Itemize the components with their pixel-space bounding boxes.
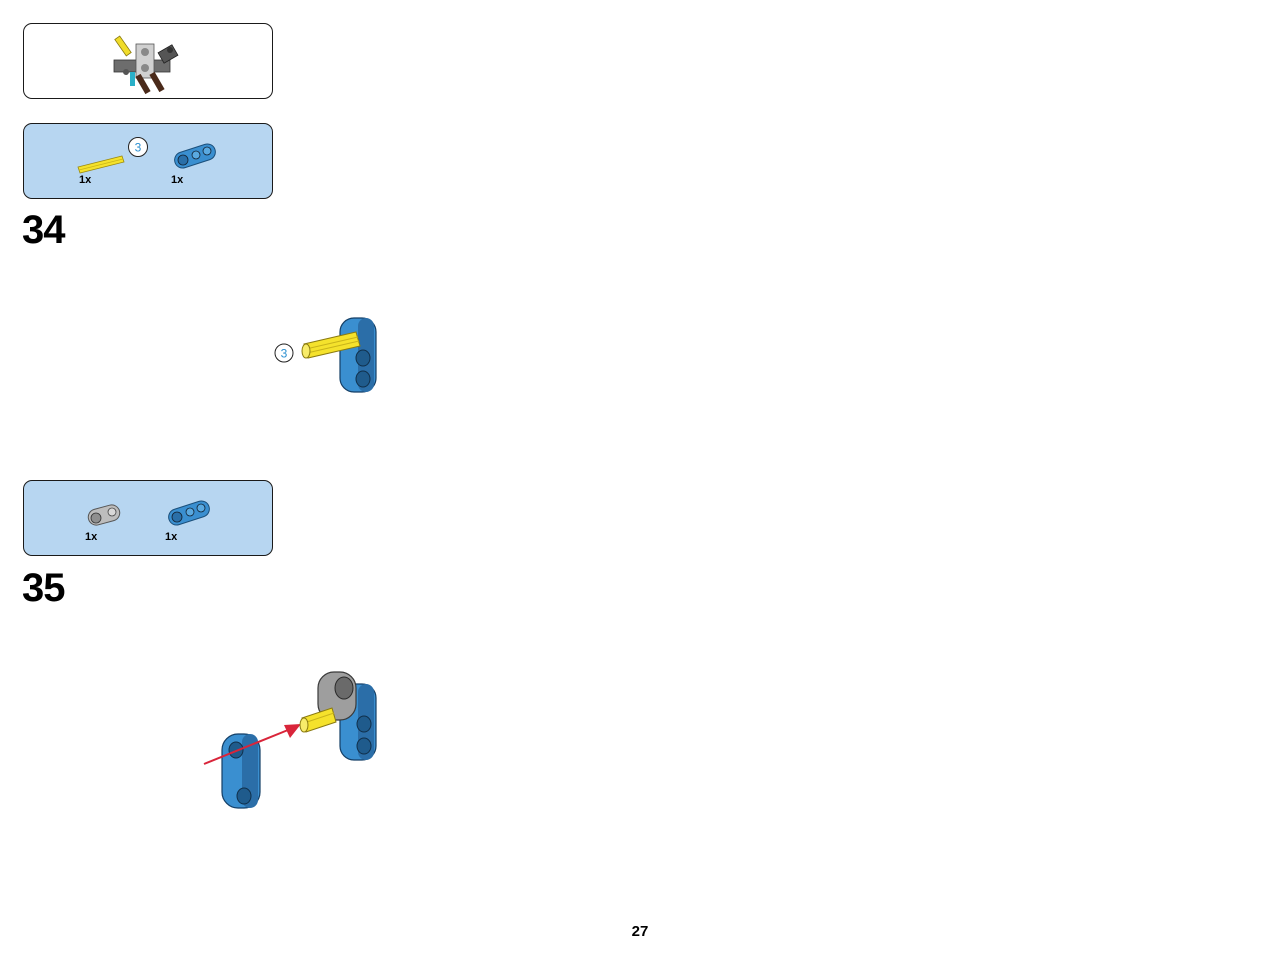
step-number: 35 [22,566,65,610]
parts-list-step-35: 1x 1x [23,480,273,556]
page-number: 27 [631,923,649,940]
blue-axle-pin-connector-icon [174,143,216,169]
step-35-assembly-illustration [203,671,377,809]
step-number: 34 [22,208,65,252]
callout-badge: 3 [281,347,288,361]
axle-length-badge: 3 [135,141,142,155]
insertion-arrow [284,724,301,738]
blue-axle-pin-connector-icon [168,500,210,526]
parts-list-step-34: 3 1x 1x [23,123,273,199]
subassembly-preview-icon [113,35,179,95]
part-quantity: 1x [85,531,98,543]
gray-cross-block-icon [87,504,121,526]
part-quantity: 1x [171,174,184,186]
part-quantity: 1x [79,174,92,186]
step-34-assembly-illustration: 3 [274,317,377,393]
yellow-axle-3-icon: 3 [77,137,148,174]
part-quantity: 1x [165,531,178,543]
subassembly-callout-box [23,23,273,99]
